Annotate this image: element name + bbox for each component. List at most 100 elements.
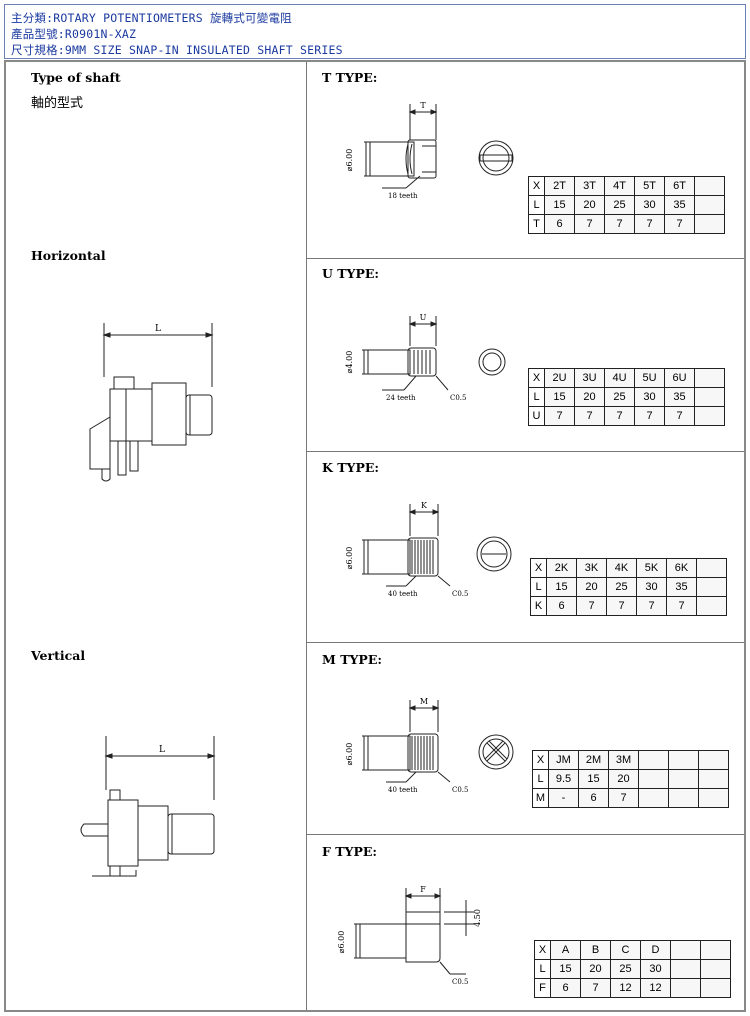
table-cell: 7 bbox=[636, 596, 667, 616]
table-cell bbox=[638, 769, 669, 789]
section-divider bbox=[306, 451, 744, 452]
f-dim-top: F bbox=[420, 885, 426, 894]
table-cell: 20 bbox=[580, 959, 611, 979]
u-dim-top: U bbox=[420, 313, 427, 322]
table-cell: 6 bbox=[546, 596, 577, 616]
table-cell: F bbox=[534, 978, 551, 998]
k-type-shaft-drawing: ⌀6.00 K 40 teeth C0.5 bbox=[346, 501, 512, 598]
table-cell: 7 bbox=[666, 596, 697, 616]
table-cell bbox=[700, 959, 731, 979]
table-cell bbox=[698, 788, 729, 808]
table-cell: 7 bbox=[576, 596, 607, 616]
table-cell: X bbox=[528, 368, 545, 388]
vertical-label: Vertical bbox=[31, 648, 86, 663]
dim-L-label: L bbox=[159, 745, 165, 755]
table-cell: 30 bbox=[636, 577, 667, 597]
table-cell bbox=[668, 750, 699, 770]
table-cell: 20 bbox=[576, 577, 607, 597]
table-cell: 2K bbox=[546, 558, 577, 578]
k-teeth-label: 40 teeth bbox=[388, 590, 418, 598]
f-dim-flat: 4.50 bbox=[473, 909, 482, 927]
table-cell: 7 bbox=[544, 406, 575, 426]
table-cell bbox=[668, 788, 699, 808]
drawing-sheet: Type of shaft 軸的型式 Horizontal Vertical L bbox=[4, 60, 746, 1012]
table-cell: K bbox=[530, 596, 547, 616]
table-cell bbox=[694, 214, 725, 234]
table-cell: 12 bbox=[610, 978, 641, 998]
spec-line: 尺寸規格:9MM SIZE SNAP-IN INSULATED SHAFT SE… bbox=[11, 43, 343, 57]
table-cell: 7 bbox=[608, 788, 639, 808]
table-cell: X bbox=[530, 558, 547, 578]
document-header: 主分類:ROTARY POTENTIOMETERS 旋轉式可變電阻 產品型號:R… bbox=[4, 4, 746, 59]
table-cell: 25 bbox=[610, 959, 641, 979]
table-cell bbox=[668, 769, 699, 789]
horizontal-label: Horizontal bbox=[31, 248, 106, 263]
table-cell: 2T bbox=[544, 176, 575, 196]
table-cell bbox=[694, 406, 725, 426]
model-line: 產品型號:R0901N-XAZ bbox=[11, 27, 137, 41]
table-cell: 30 bbox=[640, 959, 671, 979]
table-cell: 7 bbox=[664, 214, 695, 234]
table-cell: 6U bbox=[664, 368, 695, 388]
u-dim-diameter: ⌀4.00 bbox=[345, 351, 354, 374]
table-cell: D bbox=[640, 940, 671, 960]
m-type-shaft-drawing: ⌀6.00 M 40 teeth C0.5 bbox=[346, 697, 514, 794]
table-cell: 3T bbox=[574, 176, 605, 196]
table-cell bbox=[694, 387, 725, 407]
table-cell: 15 bbox=[550, 959, 581, 979]
table-cell: 35 bbox=[664, 387, 695, 407]
table-cell: 5U bbox=[634, 368, 665, 388]
table-cell: 6 bbox=[544, 214, 575, 234]
table-cell: 6 bbox=[578, 788, 609, 808]
table-cell: JM bbox=[548, 750, 579, 770]
table-cell: 25 bbox=[604, 195, 635, 215]
table-cell: 20 bbox=[608, 769, 639, 789]
horizontal-mount-drawing: L bbox=[89, 323, 214, 482]
table-cell: 5T bbox=[634, 176, 665, 196]
table-cell bbox=[696, 577, 727, 597]
table-cell: 4K bbox=[606, 558, 637, 578]
category-line: 主分類:ROTARY POTENTIOMETERS 旋轉式可變電阻 bbox=[11, 11, 292, 25]
table-cell: 3U bbox=[574, 368, 605, 388]
table-cell: L bbox=[532, 769, 549, 789]
section-divider bbox=[306, 642, 744, 643]
table-cell: 30 bbox=[634, 387, 665, 407]
table-cell: L bbox=[534, 959, 551, 979]
table-cell: - bbox=[548, 788, 579, 808]
table-cell: L bbox=[528, 387, 545, 407]
table-cell bbox=[670, 940, 701, 960]
vertical-mount-drawing: L bbox=[80, 736, 216, 877]
table-cell: L bbox=[528, 195, 545, 215]
shaft-type-title-cn: 軸的型式 bbox=[31, 96, 84, 111]
table-cell: 7 bbox=[604, 406, 635, 426]
column-divider bbox=[306, 62, 307, 1010]
f-chamfer-label: C0.5 bbox=[452, 978, 469, 986]
table-cell bbox=[694, 176, 725, 196]
table-cell: 5K bbox=[636, 558, 667, 578]
t-type-shaft-drawing: ⌀6.00 T 18 teeth bbox=[346, 101, 514, 200]
table-cell: 6T bbox=[664, 176, 695, 196]
table-cell: 20 bbox=[574, 387, 605, 407]
table-cell: 6 bbox=[550, 978, 581, 998]
table-cell: X bbox=[534, 940, 551, 960]
u-type-shaft-drawing: ⌀4.00 U 24 teeth C0.5 bbox=[345, 313, 506, 402]
table-cell: U bbox=[528, 406, 545, 426]
table-cell: C bbox=[610, 940, 641, 960]
m-teeth-label: 40 teeth bbox=[388, 786, 418, 794]
table-cell bbox=[694, 368, 725, 388]
table-cell: X bbox=[528, 176, 545, 196]
table-cell bbox=[696, 558, 727, 578]
table-cell: 20 bbox=[574, 195, 605, 215]
table-cell: 7 bbox=[574, 214, 605, 234]
t-teeth-label: 18 teeth bbox=[388, 192, 418, 200]
